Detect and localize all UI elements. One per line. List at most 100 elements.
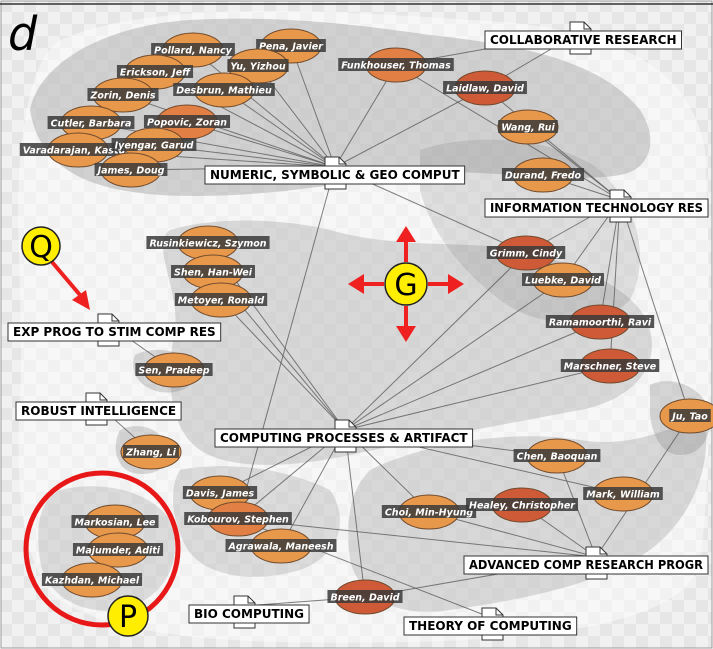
person-rusinkiewicz-szymon[interactable]: Rusinkiewicz, Szymon — [146, 225, 270, 261]
person-label-bg — [184, 512, 292, 525]
person-shen-han-wei[interactable]: Shen, Han-Wei — [171, 254, 255, 290]
grant-label: ADVANCED COMP RESEARCH PROGR — [469, 558, 703, 572]
person-label-bg — [466, 498, 578, 511]
person-label: Ju, Tao — [670, 412, 708, 423]
document-fold-icon — [348, 420, 356, 428]
person-label: Majumder, Aditi — [76, 546, 161, 557]
person-label: Cutler, Barbara — [51, 119, 132, 130]
person-label: Kobourov, Stephen — [187, 515, 289, 526]
person-pollard-nancy[interactable]: Pollard, Nancy — [151, 32, 235, 68]
person-label: Marschner, Steve — [564, 362, 657, 373]
person-kazhdan-michael[interactable]: Kazhdan, Michael — [41, 562, 143, 598]
grant-label-box — [484, 30, 682, 50]
person-desbrun-mathieu[interactable]: Desbrun, Mathieu — [173, 72, 275, 108]
move-handle[interactable]: G — [348, 226, 464, 342]
person-marschner-steve[interactable]: Marschner, Steve — [560, 348, 660, 384]
grant-collaborative-research[interactable]: COLLABORATIVE RESEARCH — [484, 21, 682, 55]
person-label-bg — [256, 39, 326, 52]
edge-breen-david-to-computing-processes-artifact — [341, 429, 366, 598]
person-healey-christopher[interactable]: Healey, Christopher — [466, 487, 578, 523]
person-majumder-aditi[interactable]: Majumder, Aditi — [72, 532, 164, 568]
edge-cutler-barbara-to-numeric-symbolic-geo-comput — [90, 122, 336, 170]
grant-label: BIO COMPUTING — [194, 607, 304, 621]
person-durand-fredo[interactable]: Durand, Fredo — [501, 157, 585, 193]
person-choi-min-hyung[interactable]: Choi, Min-Hyung — [381, 494, 477, 530]
grant-label: COLLABORATIVE RESEARCH — [490, 33, 677, 47]
document-fold-icon — [247, 596, 255, 604]
person-wang-rui[interactable]: Wang, Rui — [497, 109, 559, 145]
arrow-left-icon — [348, 274, 384, 294]
g-marker — [384, 262, 428, 306]
person-label: Wang, Rui — [501, 123, 555, 134]
grant-label-box — [484, 198, 709, 218]
document-fold-icon — [111, 314, 119, 322]
grant-robust-intelligence[interactable]: ROBUST INTELLIGENCE — [15, 392, 182, 426]
grant-label: INFORMATION TECHNOLOGY RES — [490, 201, 703, 215]
p-annotation: P — [23, 470, 181, 637]
person-mark-william[interactable]: Mark, William — [583, 476, 663, 512]
person-sen-pradeep[interactable]: Sen, Pradeep — [135, 352, 213, 388]
edge-kobourov-stephen-to-advanced-comp-research-progr — [237, 518, 597, 561]
person-label: Funkhouser, Thomas — [341, 61, 451, 72]
person-zorin-denis[interactable]: Zorin, Denis — [87, 77, 159, 113]
person-label-bg — [513, 449, 601, 462]
person-label: James, Doug — [96, 166, 165, 177]
person-chen-baoquan[interactable]: Chen, Baoquan — [513, 438, 601, 474]
person-markosian-lee[interactable]: Markosian, Lee — [71, 504, 159, 540]
person-label-bg — [143, 115, 231, 128]
q-marker-letter: Q — [29, 230, 53, 265]
grant-bio-computing[interactable]: BIO COMPUTING — [188, 595, 310, 629]
person-label: Laidlaw, David — [446, 84, 524, 95]
person-zhang-li[interactable]: Zhang, Li — [120, 434, 182, 470]
person-ramamoorthi-ravi[interactable]: Ramamoorthi, Ravi — [545, 304, 655, 340]
person-laidlaw-david[interactable]: Laidlaw, David — [443, 70, 527, 106]
person-varadarajan-kasturi[interactable]: Varadarajan, Kasturi — [19, 132, 137, 168]
person-kobourov-stephen[interactable]: Kobourov, Stephen — [184, 501, 292, 537]
person-label: Mark, William — [586, 490, 660, 501]
person-james-doug[interactable]: James, Doug — [94, 152, 168, 188]
person-agrawala-maneesh[interactable]: Agrawala, Maneesh — [225, 528, 337, 564]
grant-label-box — [214, 428, 474, 448]
g-marker-letter: G — [394, 268, 417, 303]
person-luebke-david[interactable]: Luebke, David — [522, 262, 604, 298]
grant-advanced-comp-research-progr[interactable]: ADVANCED COMP RESEARCH PROGR — [463, 546, 709, 580]
edge-luebke-david-to-computing-processes-artifact — [344, 279, 564, 431]
document-fold-icon — [583, 22, 591, 30]
person-label-bg — [174, 293, 268, 306]
person-popovic-zoran[interactable]: Popovic, Zoran — [143, 104, 231, 140]
grant-numeric-symbolic-geo-comput[interactable]: NUMERIC, SYMBOLIC & GEO COMPUT — [204, 156, 466, 190]
person-davis-james[interactable]: Davis, James — [182, 475, 258, 511]
person-label: Sen, Pradeep — [138, 366, 209, 377]
person-funkhouser-thomas[interactable]: Funkhouser, Thomas — [338, 47, 454, 83]
grant-label-box — [403, 616, 578, 636]
person-label-bg — [327, 590, 403, 603]
person-metoyer-ronald[interactable]: Metoyer, Ronald — [174, 282, 268, 318]
person-label-bg — [72, 543, 164, 556]
p-marker — [107, 595, 149, 637]
document-fold-icon — [99, 393, 107, 401]
grant-exp-prog-to-stim-comp-res[interactable]: EXP PROG TO STIM COMP RES — [7, 313, 222, 347]
person-label-bg — [47, 116, 135, 129]
person-label-bg — [338, 58, 454, 71]
person-label-bg — [443, 81, 527, 94]
edge-ramamoorthi-ravi-to-computing-processes-artifact — [344, 321, 601, 431]
grant-information-technology-res[interactable]: INFORMATION TECHNOLOGY RES — [484, 189, 709, 223]
person-breen-david[interactable]: Breen, David — [327, 579, 403, 615]
person-label-bg — [116, 65, 194, 78]
person-label-bg — [225, 539, 337, 552]
person-label: Grimm, Cindy — [490, 249, 563, 260]
grant-label: THEORY OF COMPUTING — [409, 619, 572, 633]
document-fold-icon — [623, 190, 631, 198]
person-cutler-barbara[interactable]: Cutler, Barbara — [47, 105, 135, 141]
grant-label-box — [7, 322, 222, 342]
person-yu-yizhou[interactable]: Yu, Yizhou — [227, 48, 289, 84]
edge-laidlaw-david-to-numeric-symbolic-geo-comput — [334, 87, 486, 168]
grant-computing-processes-artifact[interactable]: COMPUTING PROCESSES & ARTIFACT — [214, 419, 474, 453]
person-label-bg — [486, 246, 566, 259]
person-label-bg — [545, 315, 655, 328]
person-grimm-cindy[interactable]: Grimm, Cindy — [486, 235, 566, 271]
grant-theory-of-computing[interactable]: THEORY OF COMPUTING — [403, 607, 578, 641]
person-ju-tao[interactable]: Ju, Tao — [659, 398, 713, 434]
edge-marschner-steve-to-computing-processes-artifact — [344, 365, 611, 433]
